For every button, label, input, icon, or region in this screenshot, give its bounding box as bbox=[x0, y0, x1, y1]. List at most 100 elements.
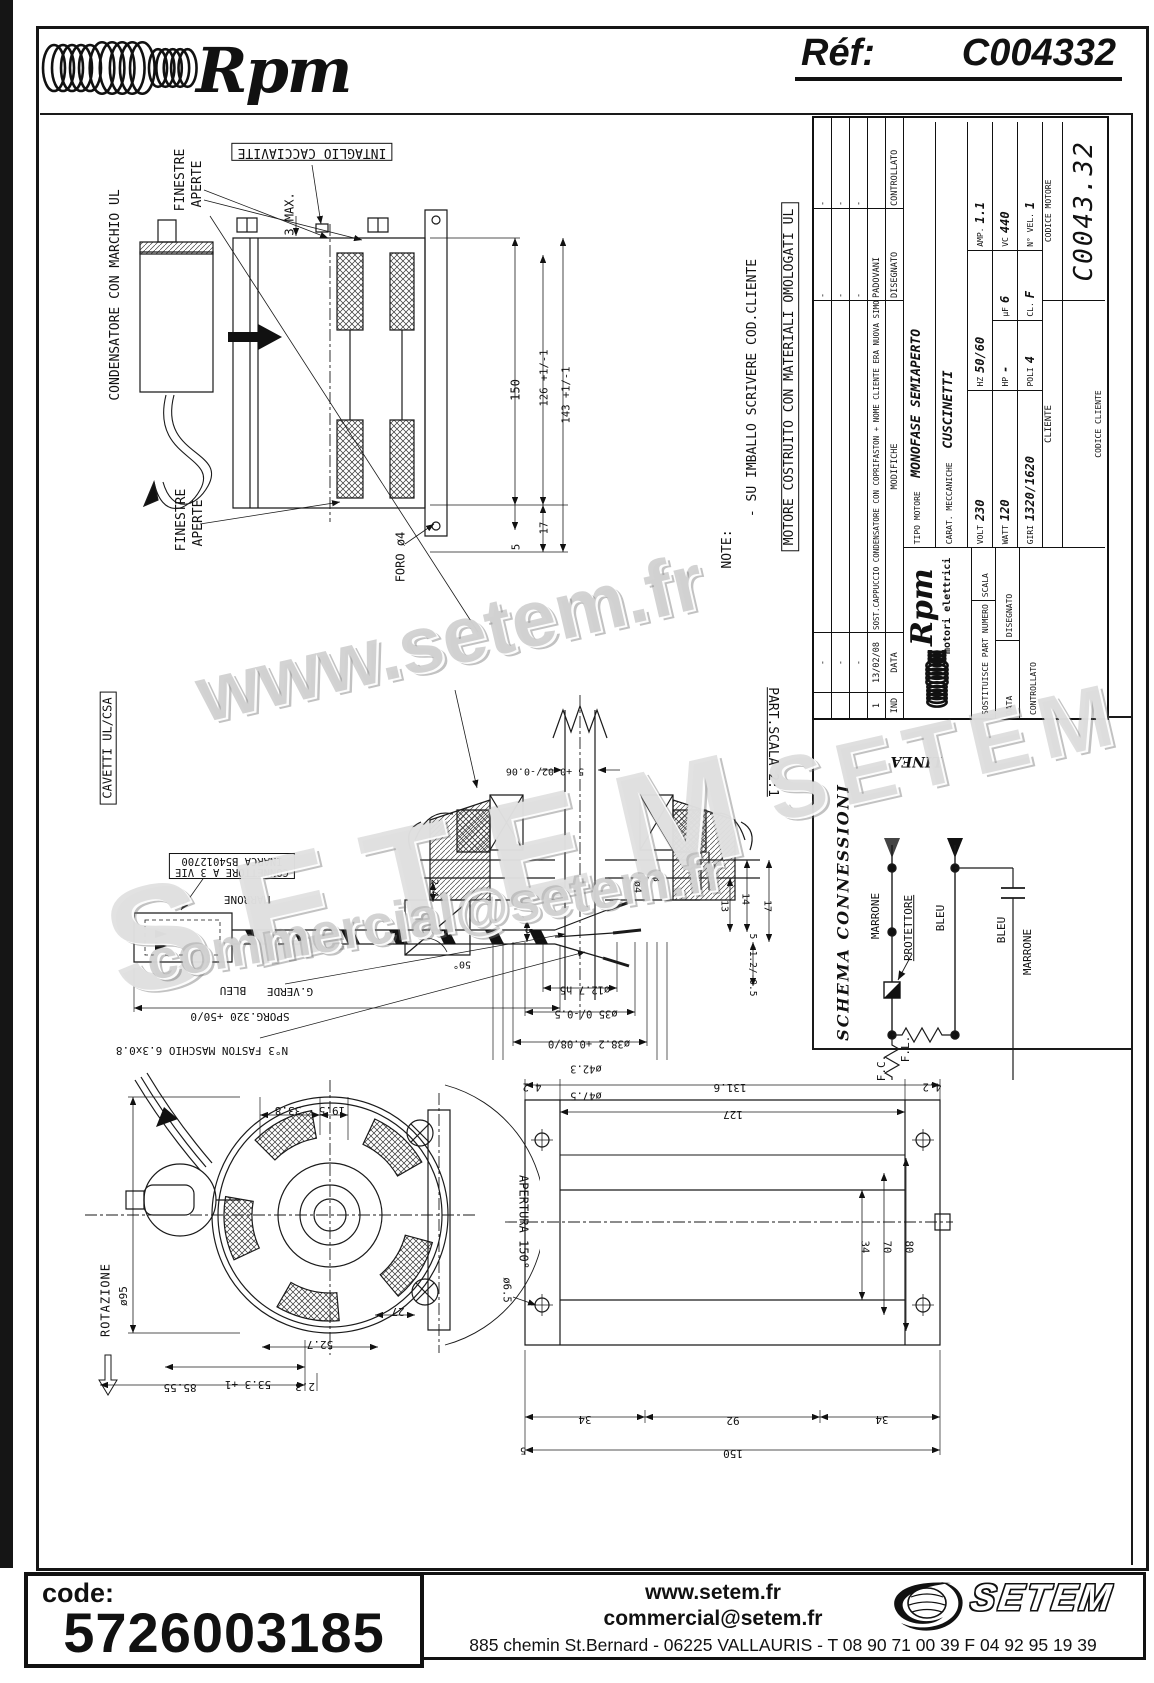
dim-fi423: ø42.3 bbox=[570, 1062, 602, 1075]
rpm-coils-small-icon bbox=[925, 650, 949, 708]
dim-92: 92 bbox=[726, 1413, 740, 1427]
cell-watt: WATT 120 bbox=[993, 389, 1017, 548]
dim-34v: 34 bbox=[858, 1240, 871, 1254]
setem-swoosh-icon bbox=[894, 1582, 963, 1631]
dim-fi4: ø4 bbox=[631, 880, 643, 894]
brand-script: Rpm bbox=[196, 34, 352, 107]
schema-marrone2: MARRONE bbox=[1021, 928, 1035, 976]
dim-27: 27 bbox=[391, 1304, 405, 1318]
code-value: 5726003185 bbox=[63, 1601, 385, 1664]
label-connettore-line2: INARCA B54012700 bbox=[181, 855, 283, 867]
cell-amp: AMP. 1.1 bbox=[968, 122, 992, 250]
cell-cliente: CLIENTE bbox=[1043, 299, 1062, 548]
dim-2-4: 2.4 bbox=[428, 878, 440, 898]
dim-fi475: ø47.5 bbox=[570, 1089, 602, 1102]
connector-and-detail-drawing bbox=[85, 690, 773, 1060]
dim-14: 14 bbox=[739, 892, 751, 906]
detail-title: PART.SCALA 2:1 bbox=[764, 687, 780, 797]
cell-tipo: TIPO MOTORE MONOFASE SEMIAPERTO bbox=[904, 122, 935, 547]
nvel-label: N° VEL. bbox=[1025, 213, 1035, 247]
page-frame bbox=[36, 26, 1149, 1571]
label-finestre-1a: FINESTRE bbox=[173, 148, 189, 212]
titleblock-motor-data: TIPO MOTORE MONOFASE SEMIAPERTO CARAT. M… bbox=[904, 122, 1105, 548]
hp-value: - bbox=[998, 365, 1012, 373]
titleblock-company: Rpm motori elettrici SOSTITUISCE PART NU… bbox=[904, 547, 1105, 718]
dim-5c: 5 +1.2/-0.5 bbox=[746, 933, 758, 997]
dim-17b: 17 bbox=[761, 899, 773, 913]
codice-motore-value: C0043.32 bbox=[1069, 140, 1099, 282]
carat-row: CARAT. MECCANICHE CUSCINETTI bbox=[936, 122, 968, 548]
dim-338: 33.8 bbox=[274, 1103, 302, 1117]
hz-value: 50/60 bbox=[973, 336, 987, 373]
dim-143: 143 +1/-1 bbox=[560, 366, 573, 424]
dim-5b: 5 bbox=[522, 927, 534, 935]
tipo-label: TIPO MOTORE bbox=[913, 491, 922, 545]
revision-header-row: IND DATA MODIFICHE DISEGNATO CONTROLLATO bbox=[886, 118, 904, 718]
dim-50deg: 50° bbox=[452, 958, 472, 970]
dim-80: 80 bbox=[902, 1240, 915, 1254]
cell-data: DATA 03/05/06 bbox=[996, 640, 1019, 718]
cliente-row: CLIENTE CODICE MOTORE bbox=[1043, 122, 1063, 548]
label-apertura: APERTURA 150° bbox=[516, 1175, 531, 1269]
vc-value: 440 bbox=[998, 211, 1012, 234]
dim-sporgenza: SPORG.320 +50/0 bbox=[190, 1009, 290, 1023]
rev-modifiche: SOST.CAPPUCCIO CONDENSATORE CON COPRIFAS… bbox=[868, 300, 885, 632]
code-label: code: bbox=[42, 1578, 115, 1608]
schema-left-border bbox=[812, 718, 814, 1050]
cell-codice-cliente: CODICE CLIENTE bbox=[1063, 299, 1105, 548]
volt-row: VOLT 230 HZ 50/60 AMP. 1.1 bbox=[968, 122, 993, 548]
titleblock-brand-script: Rpm bbox=[905, 568, 940, 646]
hz-label: HZ bbox=[975, 376, 985, 387]
label-finestre-1b: APERTE bbox=[190, 160, 206, 208]
nvel-value: 1 bbox=[1023, 201, 1037, 210]
schema-fl: F.L. bbox=[899, 1035, 913, 1063]
carat-value: CUSCINETTI bbox=[941, 370, 956, 449]
dim-3: 3 bbox=[650, 875, 662, 883]
cell-cl: CL. F bbox=[1018, 249, 1042, 320]
label-intaglio-cacciavite: INTAGLIO CACCIAVITE bbox=[231, 143, 393, 161]
schema-title: SCHEMA CONNESSIONI bbox=[833, 783, 853, 1041]
rev-disegnato: - bbox=[832, 208, 849, 300]
dim-8555: 85.55 bbox=[163, 1380, 197, 1394]
footer-website: www.setem.fr bbox=[645, 1581, 781, 1604]
cl-value: F bbox=[1023, 290, 1037, 299]
left-edge-bar bbox=[0, 0, 13, 1568]
schema-linea: LINEA bbox=[890, 753, 942, 769]
rev-hdr-data: DATA bbox=[886, 632, 903, 692]
schema-marrone: MARRONE bbox=[869, 892, 883, 940]
rev-data: 13/02/08 bbox=[868, 632, 885, 692]
dim-5: 5 bbox=[510, 543, 523, 551]
rev-ind bbox=[814, 692, 831, 718]
data-row: DATA 03/05/06 DISEGNATO RIGATELLI bbox=[996, 548, 1020, 718]
rpm-coils-logo-icon bbox=[41, 40, 198, 96]
rev-data: - bbox=[814, 632, 831, 692]
revision-table: - - - - - - - - - bbox=[814, 118, 904, 718]
revision-row: - - - bbox=[832, 118, 850, 718]
amp-value: 1.1 bbox=[973, 201, 987, 224]
sostituisce-row: SOSTITUISCE PART NUMERO DEL - SCALA 1:1 bbox=[972, 548, 996, 718]
dim-127: 127 bbox=[723, 1107, 743, 1121]
rev-data: - bbox=[832, 632, 849, 692]
tipo-value: MONOFASE SEMIAPERTO bbox=[909, 328, 924, 478]
giri-label: GIRI bbox=[1025, 525, 1035, 545]
dim-34l: 34 bbox=[578, 1412, 592, 1426]
tipo-row: TIPO MOTORE MONOFASE SEMIAPERTO bbox=[904, 122, 936, 548]
cell-giri: GIRI 1320/1620 bbox=[1018, 389, 1042, 548]
dim-126: 126 +1/-1 bbox=[538, 349, 551, 407]
cell-uf: μF 6 bbox=[993, 249, 1017, 320]
schema-fc: F.C. bbox=[875, 1054, 889, 1082]
volt-value: 230 bbox=[973, 499, 987, 522]
dim-fi65: ø6.5 bbox=[500, 1277, 513, 1303]
dim-fi382: ø38.2 +0.08/0 bbox=[547, 1037, 631, 1050]
dim-13: 13 bbox=[718, 899, 730, 913]
wiring-schematic bbox=[830, 838, 1100, 1080]
carat-label: CARAT. MECCANICHE bbox=[945, 462, 954, 545]
cell-controllato: CONTROLLATO bbox=[1020, 548, 1105, 718]
label-marrone-wire: MARRONE bbox=[223, 892, 271, 906]
hp-label: HP bbox=[1000, 376, 1010, 387]
poli-label: POLI bbox=[1025, 367, 1035, 387]
rev-disegnato: PADOVANI bbox=[868, 208, 885, 300]
revision-row: - - - bbox=[814, 118, 832, 718]
dim-fi35: ø35 0/-0.5 bbox=[554, 1007, 618, 1020]
cl-label: CL. bbox=[1025, 302, 1035, 317]
